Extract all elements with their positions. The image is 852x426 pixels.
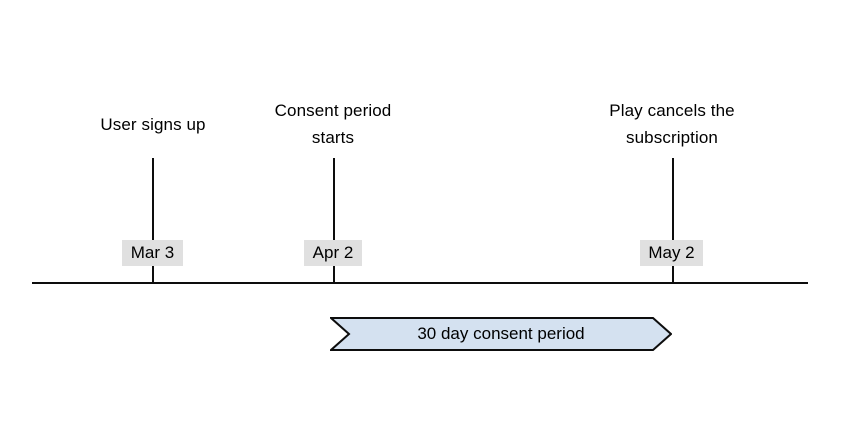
consent-period-banner: 30 day consent period <box>330 317 672 351</box>
event-stem-consent-period-starts <box>333 158 335 284</box>
event-caption-consent-period-starts: Consent period starts <box>274 101 392 147</box>
date-chip-mar-3: Mar 3 <box>122 240 183 266</box>
consent-period-banner-shape <box>330 317 672 351</box>
event-stem-user-signs-up <box>152 158 154 284</box>
date-chip-may-2: May 2 <box>640 240 703 266</box>
event-caption-play-cancels-subscription: Play cancels the subscription <box>609 101 735 147</box>
event-caption-user-signs-up: User signs up <box>100 115 206 134</box>
consent-period-banner-label: 30 day consent period <box>417 324 585 343</box>
timeline-axis <box>32 282 808 284</box>
date-chip-apr-2: Apr 2 <box>304 240 362 266</box>
chevron-shape <box>330 317 672 351</box>
event-stem-play-cancels-subscription <box>672 158 674 284</box>
